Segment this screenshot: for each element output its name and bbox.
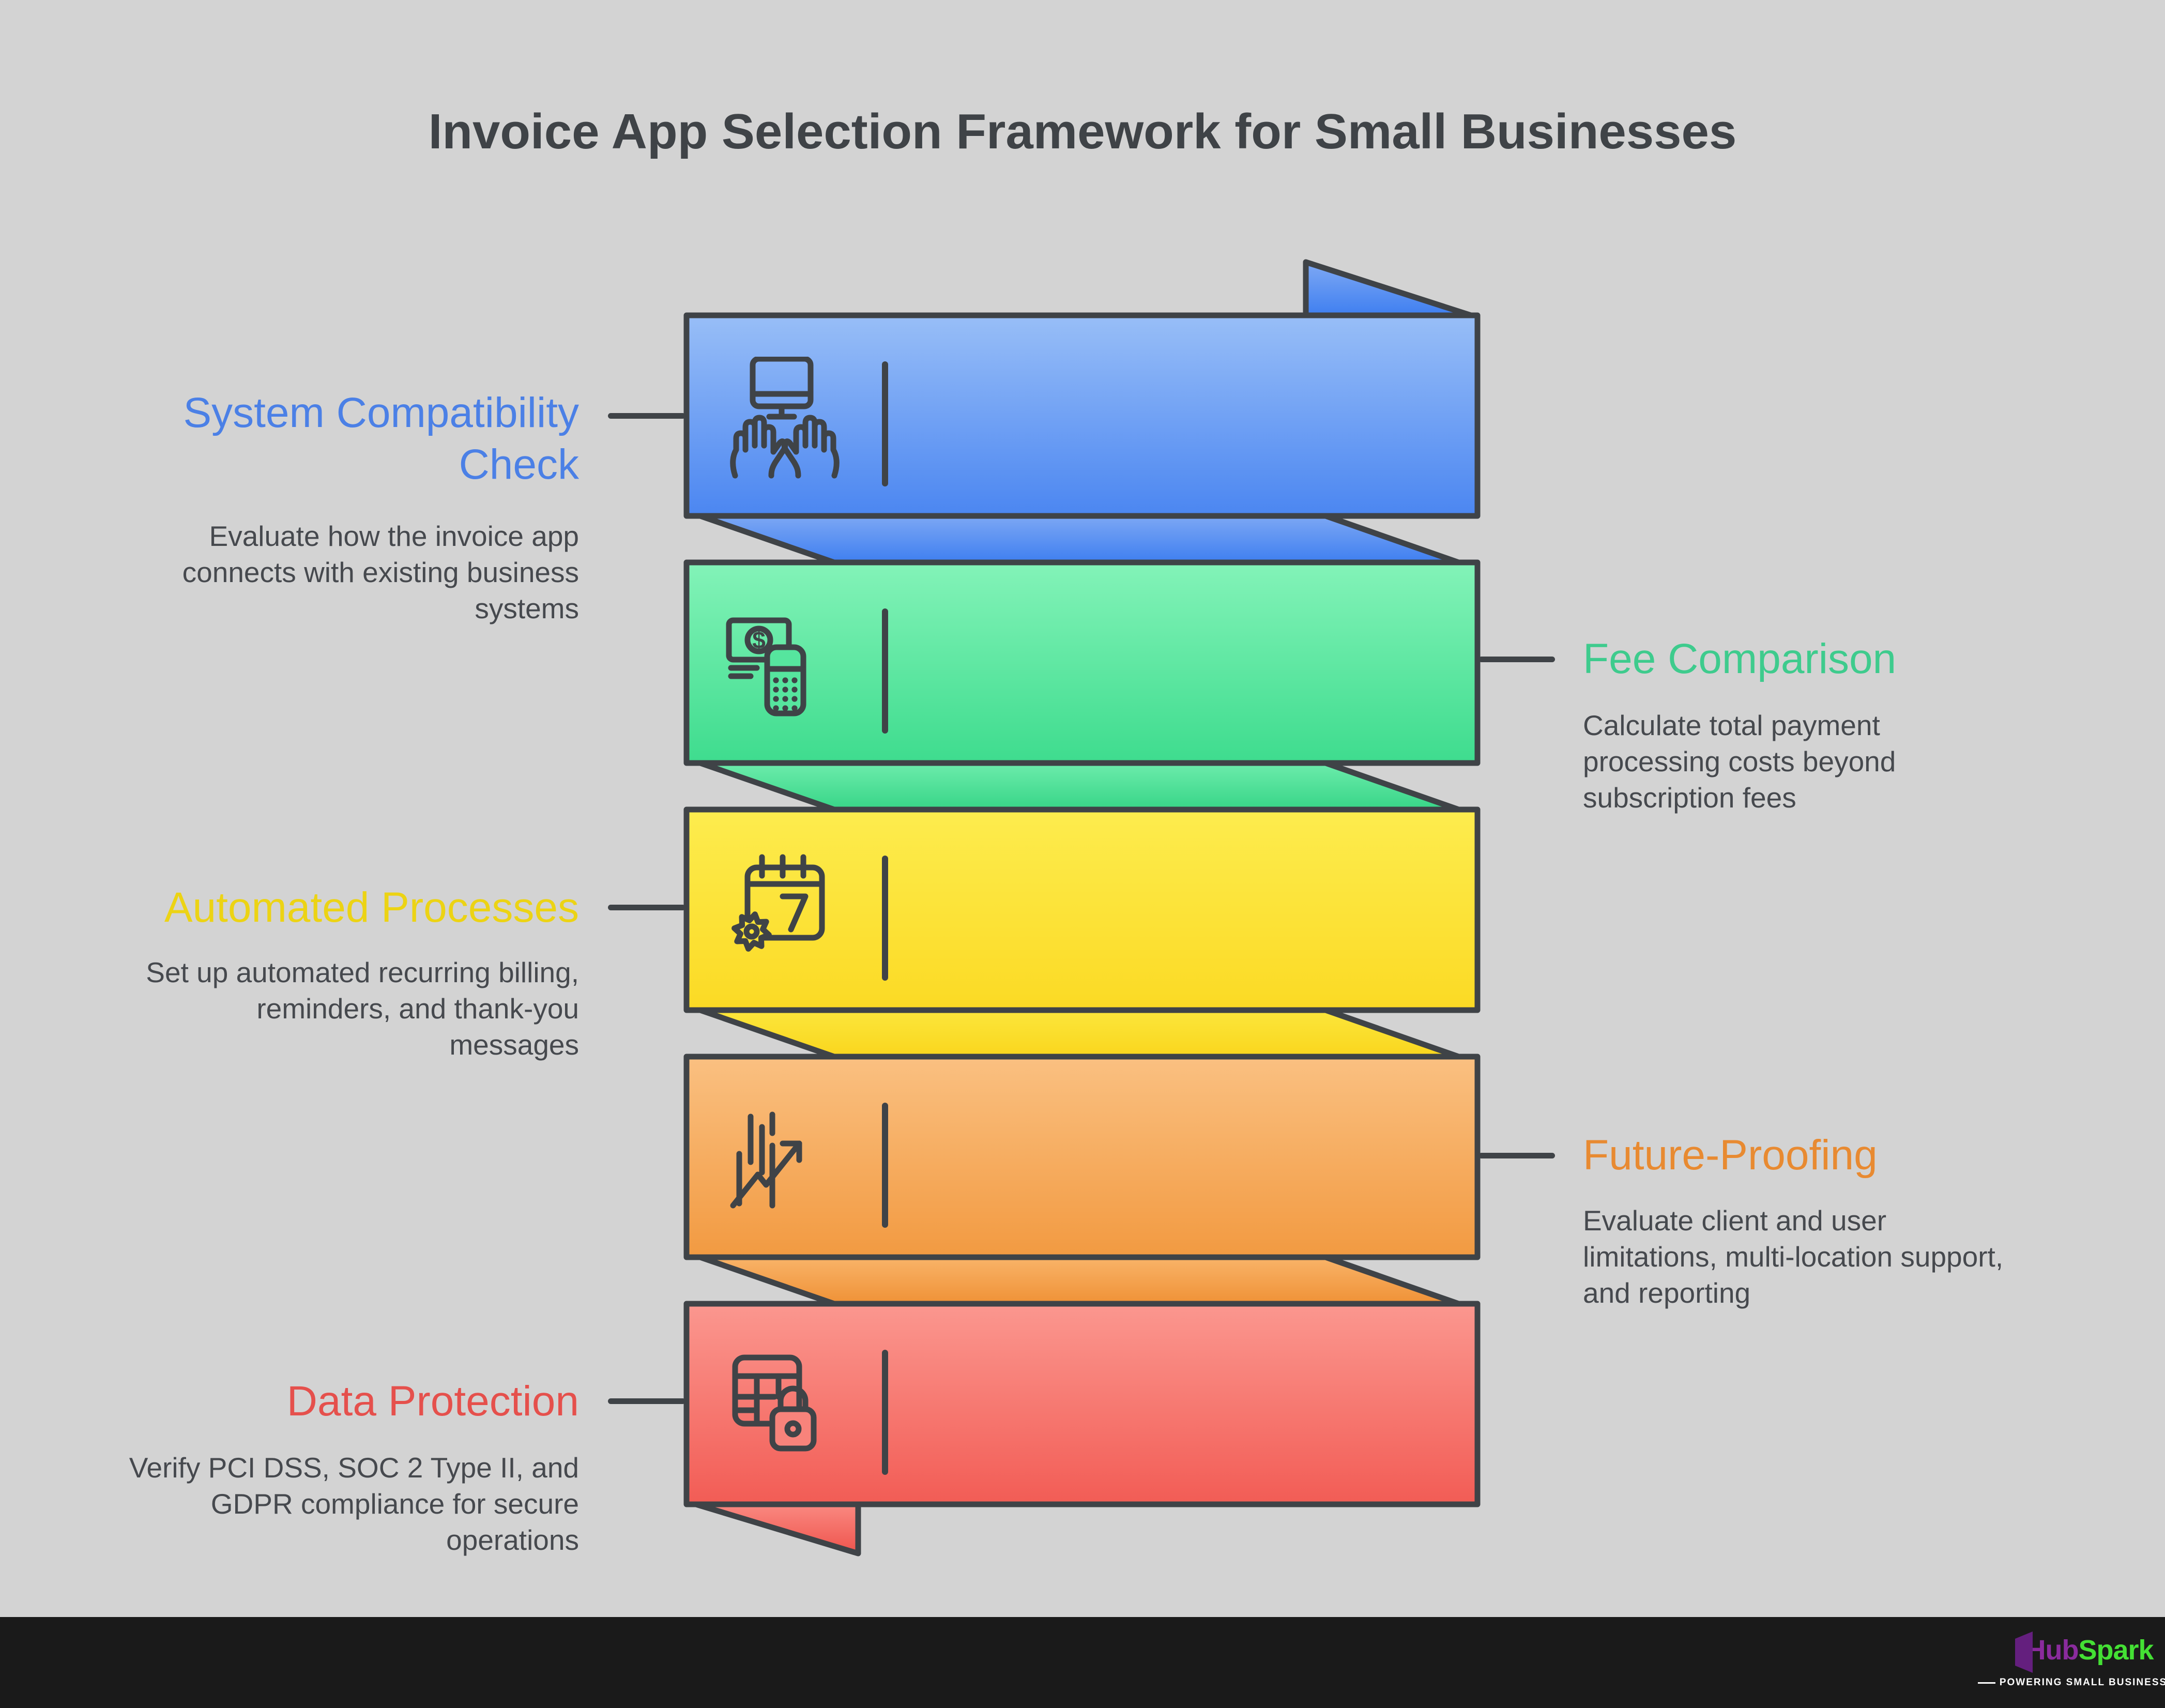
trend-chart-icon [730,1111,802,1209]
connector-future-proofing [1478,1153,1555,1158]
desc-future-proofing: Evaluate client and user limitations, mu… [1583,1204,2004,1309]
tagline-left-dash [1977,1682,1995,1684]
desc-data-protection: Verify PCI DSS, SOC 2 Type II, and GDPR … [129,1452,579,1556]
fold-4 [691,1252,1468,1309]
calendar-gear-icon [731,854,825,952]
svg-text:$: $ [752,627,766,653]
monitor-hands-icon [730,357,840,479]
desc-automated-processes: Set up automated recurring billing, remi… [146,956,579,1061]
page-title: Invoice App Selection Framework for Smal… [428,104,1737,159]
connector-system-compatibility [608,413,685,419]
fold-3 [691,1005,1468,1062]
fold-2 [691,758,1468,815]
connector-data-protection [608,1398,685,1404]
label-system-compatibility: System Compatibility Check [183,389,579,488]
ribbon-bottom-fold [686,1499,861,1557]
logo-door-icon [2015,1631,2033,1673]
ribbon-top-fold [1303,259,1481,321]
connector-automated-processes [608,905,685,910]
label-automated-processes: Automated Processes [164,884,579,931]
fold-1 [691,511,1468,568]
banner-fee-comparison [683,559,1481,766]
logo-tagline: POWERING SMALL BUSINESS [1999,1677,2165,1688]
table-lock-icon [732,1354,817,1452]
label-data-protection: Data Protection [286,1378,579,1425]
label-fee-comparison: Fee Comparison [1583,635,1897,682]
money-calculator-icon: $ [726,617,806,716]
label-future-proofing: Future-Proofing [1583,1132,1878,1179]
desc-fee-comparison: Calculate total payment processing costs… [1583,709,1896,814]
logo-text-spark: Spark [2078,1635,2154,1666]
banner-automated-processes [683,806,1481,1013]
banner-future-proofing [683,1054,1481,1260]
logo-text-hub: Hub [2025,1635,2079,1666]
connector-fee-comparison [1478,657,1555,662]
logo-tagline-row: POWERING SMALL BUSINESS [1974,1677,2165,1688]
banner-data-protection [683,1301,1481,1507]
desc-system-compatibility: Evaluate how the invoice app connects wi… [182,520,579,624]
banner-system-compatibility [683,312,1481,519]
